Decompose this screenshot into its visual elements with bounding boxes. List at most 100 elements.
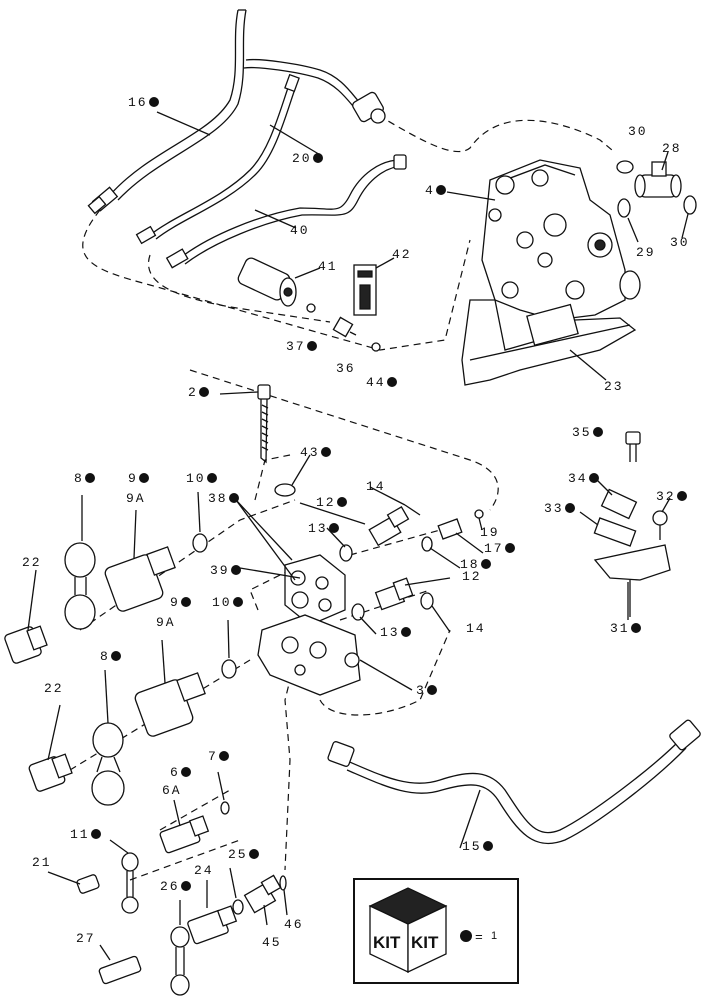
callout-34: 34 (568, 471, 588, 486)
kit-marker-icon (481, 559, 491, 569)
callout-40: 40 (290, 223, 310, 238)
callout-23: 23 (604, 379, 624, 394)
o-ring-29 (617, 198, 631, 218)
kit-marker-icon (249, 849, 259, 859)
callout-8b: 8 (100, 649, 110, 664)
o-ring-13-top (339, 544, 353, 562)
bracket-23 (461, 299, 637, 386)
bolt-2 (257, 384, 271, 464)
callout-30b: 30 (670, 235, 690, 250)
callout-21: 21 (32, 855, 52, 870)
o-ring-10-top (192, 533, 208, 553)
callout-30a: 30 (628, 124, 648, 139)
adapter-17 (437, 518, 463, 540)
callout-9A2: 9A (156, 615, 176, 630)
kit-marker-icon (589, 473, 599, 483)
elbow-12-lower (374, 577, 414, 611)
kit-marker-icon (313, 153, 323, 163)
callout-36: 36 (336, 361, 356, 376)
kit-marker-icon (436, 185, 446, 195)
callout-12b: 12 (462, 569, 482, 584)
o-ring-18 (421, 536, 433, 552)
callout-9b: 9 (170, 595, 180, 610)
kit-marker-icon (207, 473, 217, 483)
callout-6: 6 (170, 765, 180, 780)
kit-equals: = (475, 930, 485, 945)
kit-marker-icon (387, 377, 397, 387)
callout-13a: 13 (308, 521, 328, 536)
kit-marker-icon (181, 881, 191, 891)
callout-31: 31 (610, 621, 630, 636)
callout-13b: 13 (380, 625, 400, 640)
kit-marker-icon (329, 523, 339, 533)
plug-22-lower (28, 753, 73, 792)
callout-14b: 14 (466, 621, 486, 636)
kit-box-label-right: KIT (411, 933, 439, 952)
callout-11: 11 (70, 827, 90, 842)
o-ring-7 (220, 801, 230, 815)
kit-marker-icon (181, 767, 191, 777)
callout-10b: 10 (212, 595, 232, 610)
block-33 (593, 517, 637, 547)
callout-45: 45 (262, 935, 282, 950)
kit-marker-icon (231, 565, 241, 575)
callout-7: 7 (208, 749, 218, 764)
dust-cap-8-lower (91, 722, 125, 806)
callout-3: 3 (416, 683, 426, 698)
callout-18: 18 (460, 557, 480, 572)
kit-marker-icon (229, 493, 239, 503)
elbow-12-top (368, 506, 410, 547)
kit-marker-icon (565, 503, 575, 513)
callout-15: 15 (462, 839, 482, 854)
decal-42 (353, 264, 377, 316)
callout-25: 25 (228, 847, 248, 862)
callout-39: 39 (210, 563, 230, 578)
leader-lines (27, 111, 689, 961)
callout-37: 37 (286, 339, 306, 354)
callout-20: 20 (292, 151, 312, 166)
plug-27 (98, 955, 142, 985)
kit-marker-icon (219, 751, 229, 761)
callout-17: 17 (484, 541, 504, 556)
o-ring-10-lower (221, 659, 237, 679)
kit-box-label-left: KIT (373, 933, 401, 952)
elbow-45 (243, 874, 282, 914)
callout-8a: 8 (74, 471, 84, 486)
kit-marker-icon (427, 685, 437, 695)
kit-marker-icon (483, 841, 493, 851)
o-ring-46 (279, 875, 287, 891)
callout-9a: 9 (128, 471, 138, 486)
tube-40 (165, 154, 407, 269)
callout-16: 16 (128, 95, 148, 110)
bracket-31 (593, 544, 671, 620)
dust-cap-11 (121, 852, 139, 914)
callout-4: 4 (425, 183, 435, 198)
kit-marker-icon (593, 427, 603, 437)
callout-27: 27 (76, 931, 96, 946)
tube-16 (87, 9, 247, 215)
callout-22a: 22 (22, 555, 42, 570)
kit-marker-icon (677, 491, 687, 501)
o-ring-14-top (404, 504, 421, 516)
tube-20 (135, 73, 300, 245)
screw-32 (652, 510, 668, 540)
manifold-3 (257, 614, 361, 696)
callout-35: 35 (572, 425, 592, 440)
callout-44: 44 (366, 375, 386, 390)
callout-43: 43 (300, 445, 320, 460)
callout-12a: 12 (316, 495, 336, 510)
tube-15 (327, 719, 701, 845)
kit-marker-icon (85, 473, 95, 483)
callout-38: 38 (208, 491, 228, 506)
fitting-36 (332, 316, 357, 338)
bolt-35 (625, 431, 641, 462)
dust-cap-8-top (64, 542, 96, 630)
kit-marker-icon (401, 627, 411, 637)
o-ring-25 (232, 899, 244, 915)
fitting-28 (634, 161, 682, 198)
callout-22b: 22 (44, 681, 64, 696)
o-ring-30-right (683, 195, 697, 215)
kit-marker-icon (139, 473, 149, 483)
callout-19: 19 (480, 525, 500, 540)
